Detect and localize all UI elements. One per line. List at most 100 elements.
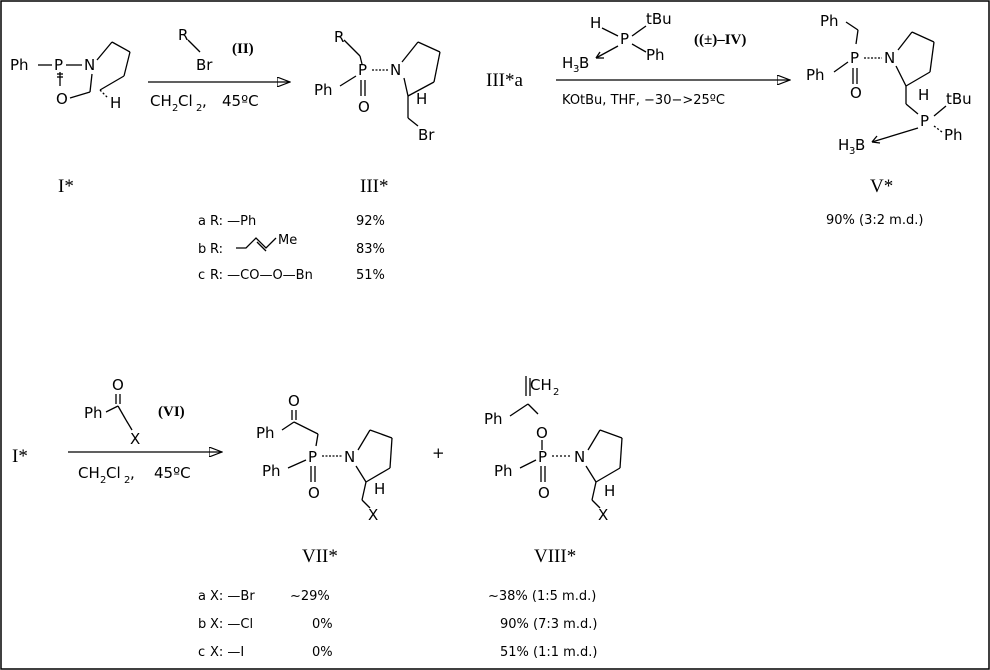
atom-x: X: [368, 506, 378, 524]
yields-bottom: a X: —Br ~29% ~38% (1:5 m.d.) b X: —Cl 0…: [198, 589, 597, 660]
atom-o: O: [288, 392, 300, 410]
atom-o: O: [56, 90, 68, 108]
r-substituent-c: R: —CO—O—Bn: [210, 268, 313, 283]
atom-ph: Ph: [646, 46, 665, 64]
structure-I: Ph P N O H: [10, 41, 131, 112]
yield-VII-c: 0%: [312, 645, 333, 660]
arrow-2: H P tBu Ph H 3 B ((±)–IV) KOtBu, THF, −3…: [556, 10, 790, 108]
svg-text:Cl: Cl: [178, 92, 193, 110]
atom-ph: Ph: [84, 404, 103, 422]
atom-tbu: tBu: [646, 10, 672, 28]
svg-text:2: 2: [100, 475, 106, 486]
compound-label-V: V*: [870, 176, 893, 197]
atom-p: P: [54, 56, 63, 74]
yields-top: a R: —Ph 92% b R: Me 83% c R: —CO—O—Bn 5…: [198, 214, 385, 283]
svg-text:2: 2: [196, 103, 202, 114]
atom-o: O: [850, 84, 862, 102]
reagent-IV: ((±)–IV): [694, 32, 746, 48]
atom-p: P: [538, 448, 547, 466]
svg-text:2: 2: [124, 475, 130, 486]
svg-text:3: 3: [849, 146, 855, 157]
atom-p: P: [850, 49, 859, 67]
compound-label-I: I*: [58, 176, 74, 197]
atom-ph: Ph: [820, 12, 839, 30]
x-substituent-c: X: —I: [210, 645, 244, 660]
atom-br: Br: [418, 126, 435, 144]
cond-2: KOtBu, THF, −30−>25ºC: [562, 93, 725, 108]
svg-text:,: ,: [130, 464, 135, 482]
atom-x: X: [130, 430, 140, 448]
svg-text:2: 2: [172, 103, 178, 114]
svg-text:Cl: Cl: [106, 464, 121, 482]
x-substituent-a: X: —Br: [210, 589, 255, 604]
row-letter-a: a: [198, 589, 206, 604]
yield-VII-b: 0%: [312, 617, 333, 632]
atom-ph: Ph: [944, 126, 963, 144]
structure-V: Ph Ph P N O H P tBu Ph H 3 B: [806, 12, 972, 157]
atom-o: O: [538, 484, 550, 502]
atom-x: X: [598, 506, 608, 524]
atom-n: N: [84, 56, 95, 74]
atom-h: H: [416, 90, 427, 108]
atom-n: N: [884, 49, 895, 67]
svg-text:CH: CH: [530, 376, 552, 394]
row-letter-c: c: [198, 645, 205, 660]
atom-p: P: [308, 448, 317, 466]
row-letter-b: b: [198, 242, 206, 257]
reagent-II: (II): [232, 41, 254, 57]
plus-sign: +: [432, 444, 445, 462]
svg-text:3: 3: [573, 64, 579, 75]
atom-h: H: [590, 14, 601, 32]
structure-III: R Ph P N O H Br: [314, 28, 441, 144]
atom-r: R: [178, 26, 188, 44]
cond-temp-1: 45ºC: [222, 92, 259, 110]
atom-r: R: [334, 28, 344, 46]
compound-label-III: III*: [360, 176, 388, 197]
atom-b: B: [579, 54, 589, 72]
atom-ph: Ph: [314, 81, 333, 99]
atom-ph: Ph: [256, 424, 275, 442]
row-letter-a: a: [198, 214, 206, 229]
me-group: Me: [278, 233, 297, 248]
r-substituent-b: R:: [210, 242, 223, 257]
svg-text:2: 2: [553, 387, 559, 398]
atom-h: H: [110, 94, 121, 112]
compound-label-VIII: VIII*: [534, 546, 576, 567]
solvent-ch: CH: [150, 92, 172, 110]
atom-tbu: tBu: [946, 90, 972, 108]
atom-n: N: [574, 448, 585, 466]
yield-VIII-c: 51% (1:1 m.d.): [500, 645, 597, 660]
atom-o: O: [536, 424, 548, 442]
x-substituent-b: X: —Cl: [210, 617, 253, 632]
cond-temp-3: 45ºC: [154, 464, 191, 482]
compound-label-IIIa: III*a: [486, 70, 523, 91]
atom-o: O: [358, 98, 370, 116]
structure-VII: O Ph Ph P N O H X: [256, 392, 393, 524]
row-letter-b: b: [198, 617, 206, 632]
yield-III-c: 51%: [356, 268, 385, 283]
atom-n: N: [390, 61, 401, 79]
atom-h: H: [604, 482, 615, 500]
atom-ph: Ph: [494, 462, 513, 480]
arrow-3: O Ph X (VI) CH 2 Cl 2 , 45ºC: [68, 376, 222, 486]
r-substituent-a: R: —Ph: [210, 214, 256, 229]
atom-o: O: [308, 484, 320, 502]
atom-p: P: [620, 30, 629, 48]
solvent-ch: CH: [78, 464, 100, 482]
svg-text:H: H: [562, 54, 573, 72]
yield-V: 90% (3:2 m.d.): [826, 213, 923, 228]
reagent-VI: (VI): [158, 404, 185, 420]
atom-ph: Ph: [262, 462, 281, 480]
atom-o: O: [112, 376, 124, 394]
row-letter-c: c: [198, 268, 205, 283]
compound-label-I-bottom: I*: [12, 446, 28, 467]
compound-label-VII: VII*: [302, 546, 338, 567]
structure-VIII: CH 2 Ph O Ph P N O H X: [484, 376, 623, 524]
atom-b: B: [855, 136, 865, 154]
atom-ph: Ph: [484, 410, 503, 428]
yield-VIII-a: ~38% (1:5 m.d.): [488, 589, 596, 604]
svg-text:H: H: [838, 136, 849, 154]
atom-ph: Ph: [10, 56, 29, 74]
